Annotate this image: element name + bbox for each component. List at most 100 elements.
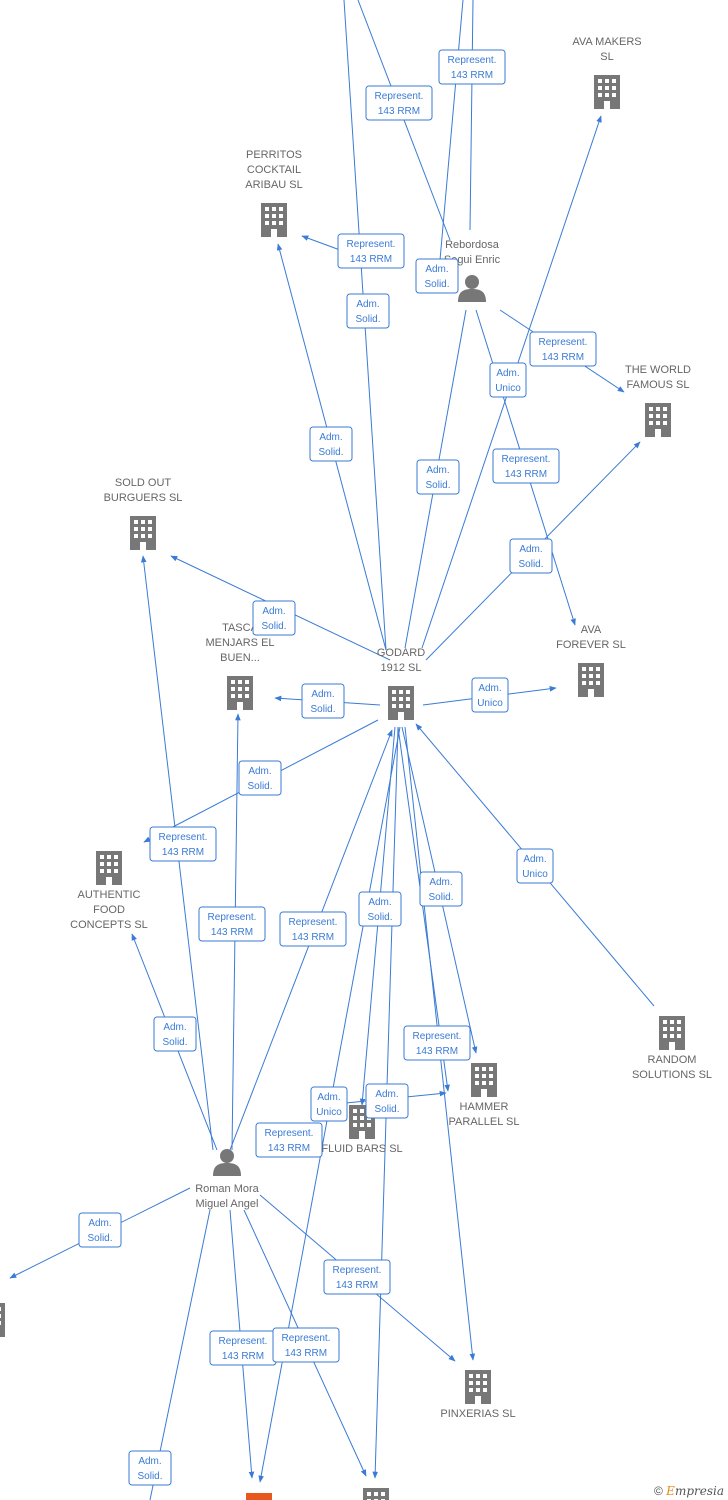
edge-label-admin[interactable]: Adm.Unico [489, 362, 527, 398]
node-label-line: RANDOM [648, 1054, 697, 1066]
edge-label-admin[interactable]: Adm.Solid. [346, 293, 390, 329]
edge-label-represent[interactable]: Represent.143 RRM [529, 331, 597, 367]
edge-label-represent[interactable]: Represent.143 RRM [272, 1327, 340, 1363]
edge-label-text: Solid. [367, 912, 392, 923]
edge-label-admin[interactable]: Adm.Solid. [416, 459, 460, 495]
edge-label-text: 143 RRM [336, 1280, 378, 1291]
edge-label-text: Unico [495, 383, 521, 394]
edge-label-box [337, 233, 405, 269]
edge-label-represent[interactable]: Represent. 143 RRM [337, 233, 405, 269]
edge-label-box [198, 906, 266, 942]
edge-label-text: Adm. [426, 465, 449, 476]
node-label-line: 1912 SL [381, 662, 422, 674]
edge-label-text: Represent. [208, 912, 257, 923]
company-node-bottom_orange[interactable] [246, 1493, 272, 1500]
edge-label-box [415, 258, 459, 294]
edge-label-admin[interactable]: Adm.Solid. [301, 683, 345, 719]
edge-label-text: Adm. [519, 544, 542, 555]
edge-label-text: Adm. [317, 1092, 340, 1103]
edge-label-admin[interactable]: Adm.Solid. [78, 1212, 122, 1248]
edge-label-admin[interactable]: Adm.Unico [516, 848, 554, 884]
brand-initial: E [666, 1484, 675, 1498]
edge-label-admin[interactable]: Adm.Solid. [153, 1016, 197, 1052]
edge-label-text: Solid. [87, 1233, 112, 1244]
edge-line [469, 0, 474, 231]
edge-label-represent[interactable]: Represent.143 RRM [438, 49, 506, 85]
edge-label-admin[interactable]: Adm.Solid. [419, 871, 463, 907]
building-icon [594, 75, 620, 109]
edge-label-text: Solid. [137, 1471, 162, 1482]
edge-label-represent[interactable]: Represent.143 RRM [255, 1122, 323, 1158]
edge-label-text: Solid. [310, 704, 335, 715]
edge-label-represent[interactable]: Represent.143 RRM [149, 826, 217, 862]
node-label-line: FOOD [93, 904, 125, 916]
edge-label-text: Represent. [347, 239, 396, 250]
edge-label-box [310, 1086, 348, 1122]
edge-label-box [255, 1122, 323, 1158]
edge-label-box [419, 871, 463, 907]
node-label-line: PINXERIAS SL [440, 1408, 515, 1420]
building-icon [0, 1303, 5, 1337]
edge-label-text: Represent. [219, 1336, 268, 1347]
edge-label-represent[interactable]: Represent.143 RRM [403, 1025, 471, 1061]
edge-label-text: Adm. [429, 877, 452, 888]
edge-label-box [346, 293, 390, 329]
edge-label-box [128, 1450, 172, 1486]
edge-label-admin[interactable]: Adm.Solid. [509, 538, 553, 574]
edge-label-text: 143 RRM [162, 847, 204, 858]
edge-label-text: 143 RRM [222, 1351, 264, 1362]
node-label-line: Rebordosa [445, 239, 500, 251]
edge-label-admin[interactable]: Adm.Solid. [365, 1083, 409, 1119]
node-label-line: Miguel Angel [196, 1198, 259, 1210]
edge-label-represent[interactable]: Represent.143 RRM [198, 906, 266, 942]
edge-label-admin[interactable]: Adm.Solid. [358, 891, 402, 927]
company-node-pinxerias[interactable]: PINXERIAS SL [440, 1370, 516, 1420]
edge-label-box [365, 85, 433, 121]
edge-label-text: 143 RRM [350, 254, 392, 265]
edge-label-admin[interactable]: Adm. Solid. [128, 1450, 172, 1486]
building-icon [645, 403, 671, 437]
edge-label-text: Represent. [413, 1031, 462, 1042]
person-icon [458, 275, 486, 302]
building-icon [96, 851, 122, 885]
edge-label-text: Adm. [138, 1456, 161, 1467]
edge-label-text: Represent. [448, 55, 497, 66]
edge-label-admin[interactable]: Adm.Solid. [309, 426, 353, 462]
person-icon [213, 1149, 241, 1176]
edge-label-admin[interactable]: Adm.Solid. [252, 600, 296, 636]
edge-label-represent[interactable]: Represent.143 RRM [365, 85, 433, 121]
node-label-line: BURGUERS SL [104, 492, 183, 504]
edge-label-represent[interactable]: Represent.143 RRM [492, 448, 560, 484]
edge-label-represent[interactable]: Represent.143 RRM [279, 911, 347, 947]
edge-label-admin[interactable]: Adm.Unico [471, 677, 509, 713]
edge-label-admin[interactable]: Adm.Solid. [415, 258, 459, 294]
edge-label-represent[interactable]: Represent. 143 RRM [209, 1330, 277, 1366]
company-node-left_cut[interactable]: SES [0, 1303, 5, 1368]
node-label-line: COCKTAIL [247, 164, 301, 176]
edge-label-text: Adm. [375, 1089, 398, 1100]
edge-label-represent[interactable]: Represent.143 RRM [323, 1259, 391, 1295]
company-node-fluid[interactable]: FLUID BARS SL [321, 1105, 403, 1155]
edge-label-admin[interactable]: Adm.Unico [310, 1086, 348, 1122]
company-node-bottom_gray[interactable] [363, 1488, 389, 1500]
building-icon [363, 1488, 389, 1500]
node-label-line: PERRITOS [246, 149, 302, 161]
node-label-line: AVA [581, 624, 602, 636]
edge-label-text: Adm. [248, 766, 271, 777]
building-icon [578, 663, 604, 697]
edge-label-admin[interactable]: Adm.Solid. [238, 760, 282, 796]
building-icon [659, 1016, 685, 1050]
building-icon-highlight [246, 1493, 272, 1500]
edge-line [301, 235, 341, 251]
